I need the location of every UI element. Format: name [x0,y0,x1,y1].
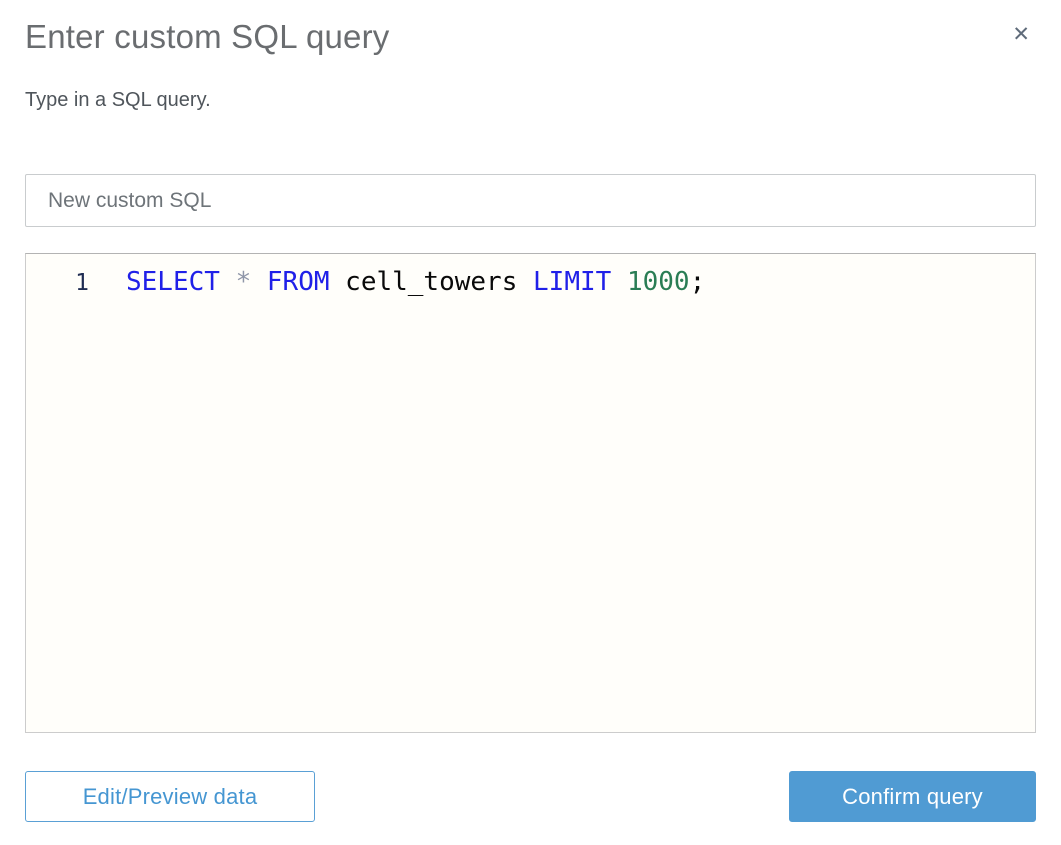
query-name-input[interactable] [25,174,1036,227]
token-number: 1000 [626,267,690,297]
token-plain: cell_towers [329,267,534,297]
token-plain [251,267,267,297]
confirm-query-button[interactable]: Confirm query [789,771,1036,822]
edit-preview-data-button[interactable]: Edit/Preview data [25,771,315,822]
token-plain [611,267,627,297]
token-keyword: LIMIT [533,267,612,297]
close-icon[interactable]: ✕ [1004,18,1038,51]
token-operator: * [235,267,252,297]
token-keyword: FROM [266,267,330,297]
custom-sql-modal: Enter custom SQL query ✕ Type in a SQL q… [25,0,1036,822]
code-text: SELECT * FROM cell_towers LIMIT 1000; [89,267,705,298]
token-plain [220,267,236,297]
token-plain: ; [689,267,706,297]
modal-subtitle: Type in a SQL query. [25,89,211,111]
line-number: 1 [75,270,89,296]
token-keyword: SELECT [126,267,220,297]
modal-header: Enter custom SQL query ✕ [25,0,1036,58]
modal-footer: Edit/Preview data Confirm query [25,771,1036,822]
page-title: Enter custom SQL query [25,18,390,55]
